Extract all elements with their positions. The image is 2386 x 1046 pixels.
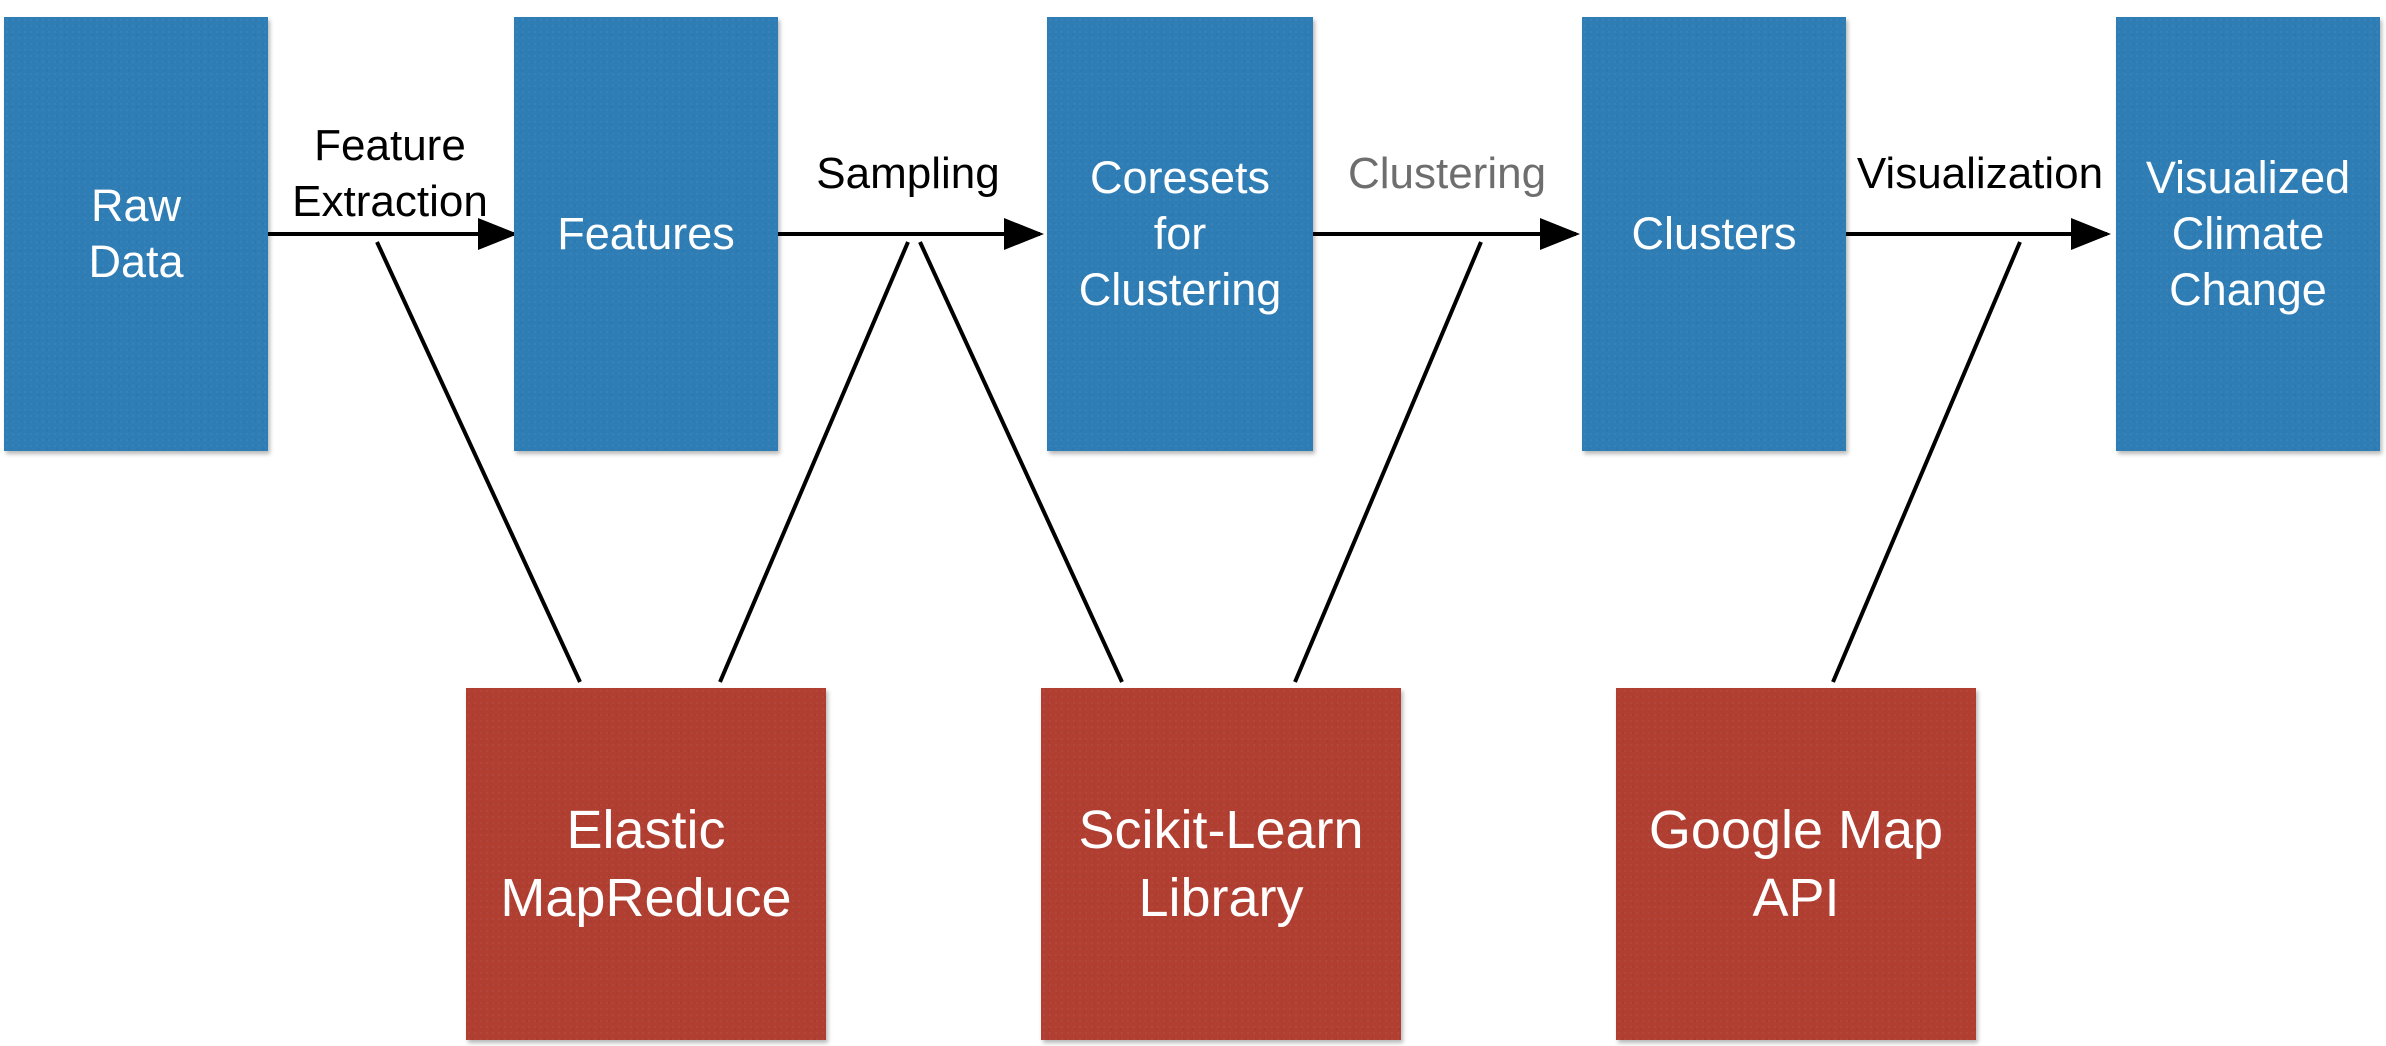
stage-visualized: Visualized Climate Change xyxy=(2116,17,2380,451)
stage-clusters: Clusters xyxy=(1582,17,1846,451)
link-visualization-to-google xyxy=(1831,241,2022,683)
link-sampling-to-emr xyxy=(718,241,910,683)
tool-scikit-learn-label: Scikit-Learn Library xyxy=(1078,800,1364,928)
stage-features-label: Features xyxy=(557,208,735,259)
stage-coresets-label: Coresets for Clustering xyxy=(1078,152,1282,315)
edge-label-clustering: Clustering xyxy=(1347,149,1547,198)
edge-label-visualization: Visualization xyxy=(1856,149,2104,198)
edge-label-feature-extraction: Feature Extraction xyxy=(292,121,488,226)
tool-elastic-mapreduce-label: Elastic MapReduce xyxy=(500,800,792,928)
stage-coresets: Coresets for Clustering xyxy=(1047,17,1313,451)
link-clustering-to-scikit xyxy=(1293,241,1483,683)
stage-clusters-label: Clusters xyxy=(1631,208,1797,259)
stage-visualized-label: Visualized Climate Change xyxy=(2145,152,2351,315)
tool-elastic-mapreduce: Elastic MapReduce xyxy=(466,688,826,1040)
tool-google-map-api-label: Google Map API xyxy=(1648,800,1944,928)
link-feature-extraction-to-emr xyxy=(375,241,582,683)
stage-raw-data-label: Raw Data xyxy=(88,180,184,287)
link-sampling-to-scikit xyxy=(918,241,1124,683)
stage-features: Features xyxy=(514,17,778,451)
tool-google-map-api: Google Map API xyxy=(1616,688,1976,1040)
stage-raw-data: Raw Data xyxy=(4,17,268,451)
tool-scikit-learn: Scikit-Learn Library xyxy=(1041,688,1401,1040)
edge-label-sampling: Sampling xyxy=(816,149,1000,198)
